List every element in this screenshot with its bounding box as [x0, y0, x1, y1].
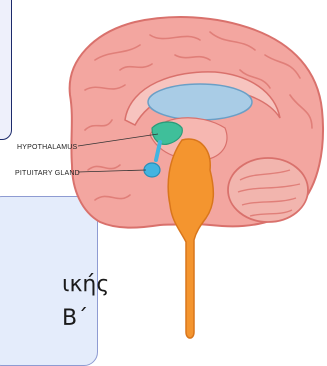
brainstem	[168, 139, 213, 338]
pituitary-label: PITUITARY GLAND	[15, 170, 80, 177]
cerebellum	[228, 158, 308, 222]
lateral-ventricle	[148, 84, 252, 120]
hypothalamus-label: HYPOTHALAMUS	[17, 144, 77, 151]
pituitary-gland	[144, 163, 160, 177]
